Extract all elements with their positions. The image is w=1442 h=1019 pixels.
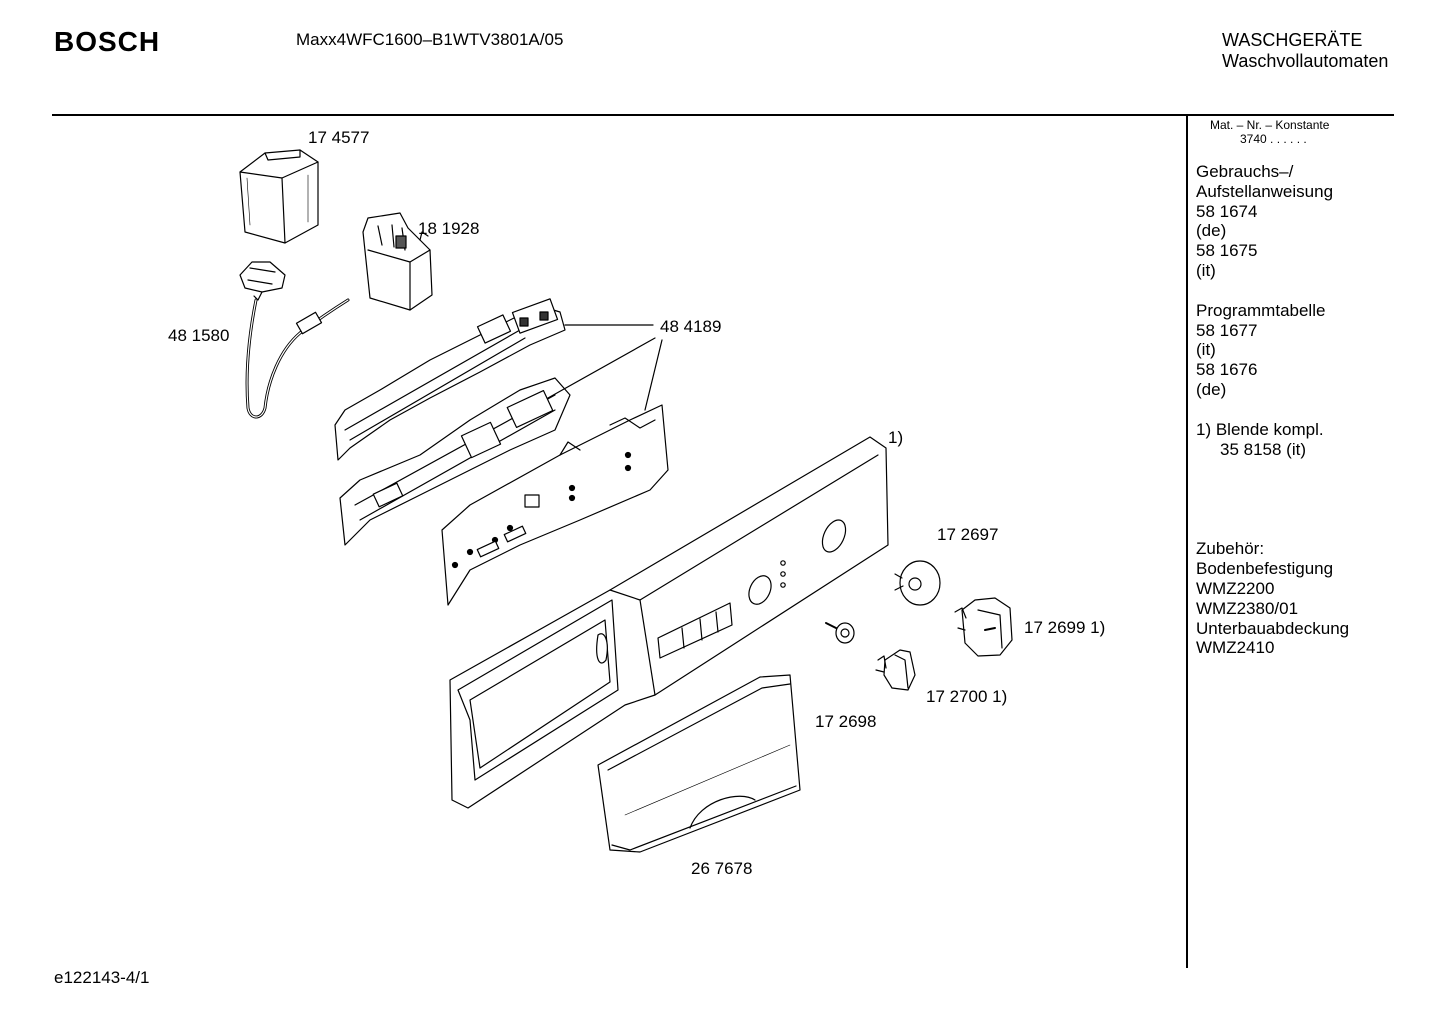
- accessory-item: Unterbauabdeckung: [1196, 618, 1350, 638]
- sidebar-info: Mat. – Nr. – Konstante 3740 . . . . . . …: [1196, 118, 1349, 658]
- manual-item: 58 1674: [1196, 201, 1258, 221]
- leader-lines: [547, 324, 663, 411]
- power-cord-part[interactable]: [239, 261, 350, 419]
- manual-item: 58 1675: [1196, 241, 1258, 261]
- model-number: Maxx4WFC1600–B1WTV3801A/05: [296, 30, 564, 49]
- electronics-module-part[interactable]: [334, 298, 669, 606]
- label-172700: 17 2700 1): [926, 687, 1007, 706]
- sidebar-divider: [1186, 114, 1188, 968]
- accessory-item: WMZ2380/01: [1196, 598, 1299, 618]
- accessory-item: WMZ2200: [1196, 578, 1275, 598]
- accessories-title: Zubehör:: [1196, 539, 1265, 559]
- program-item: (de): [1196, 379, 1227, 399]
- label-172698: 17 2698: [815, 712, 876, 731]
- push-button-part[interactable]: [875, 649, 916, 691]
- manual-title-1: Gebrauchs–/: [1196, 162, 1294, 181]
- header-divider: [52, 114, 1394, 116]
- drawer-front-part[interactable]: [597, 674, 801, 853]
- label-181928: 18 1928: [418, 219, 479, 238]
- pin-knob-part[interactable]: [825, 622, 855, 644]
- program-item: (it): [1196, 340, 1216, 360]
- label-172699: 17 2699 1): [1024, 618, 1105, 637]
- control-panel-part[interactable]: [449, 436, 889, 809]
- accessory-item: Bodenbefestigung: [1196, 559, 1334, 579]
- manual-title-2: Aufstellanweisung: [1196, 181, 1334, 201]
- selector-knob-part[interactable]: [954, 597, 1013, 657]
- brand-logo: BOSCH: [54, 26, 161, 57]
- label-panel-note: 1): [888, 428, 903, 447]
- label-172697: 17 2697: [937, 525, 998, 544]
- label-174577: 17 4577: [308, 128, 369, 147]
- program-title: Programmtabelle: [1196, 300, 1326, 320]
- program-item: 58 1677: [1196, 320, 1258, 340]
- parts-diagram: 17 4577 18 1928 48 1580 48 4189 1) 17 26…: [168, 128, 1105, 878]
- note-line-2: 35 8158 (it): [1220, 439, 1306, 459]
- material-number: Mat. – Nr. – Konstante 3740 . . . . . .: [1196, 118, 1349, 146]
- matnr-label: Mat. – Nr. – Konstante: [1210, 118, 1330, 132]
- note-line-1: 1) Blende kompl.: [1196, 419, 1324, 439]
- manual-item: (de): [1196, 221, 1227, 241]
- diagram-code: e122143-4/1: [54, 968, 150, 987]
- label-484189: 48 4189: [660, 317, 721, 336]
- label-267678: 26 7678: [691, 859, 752, 878]
- mains-filter-part[interactable]: [362, 212, 433, 311]
- category-title: WASCHGERÄTE: [1222, 30, 1363, 50]
- manual-item: (it): [1196, 260, 1216, 280]
- category-subtitle: Waschvollautomaten: [1222, 51, 1389, 71]
- label-481580: 48 1580: [168, 326, 229, 345]
- filter-box-part[interactable]: [239, 149, 319, 244]
- matnr-value: 3740 . . . . . .: [1240, 132, 1307, 146]
- program-item: 58 1676: [1196, 360, 1258, 380]
- accessory-item: WMZ2410: [1196, 638, 1275, 658]
- knob-adapter-part[interactable]: [894, 560, 941, 606]
